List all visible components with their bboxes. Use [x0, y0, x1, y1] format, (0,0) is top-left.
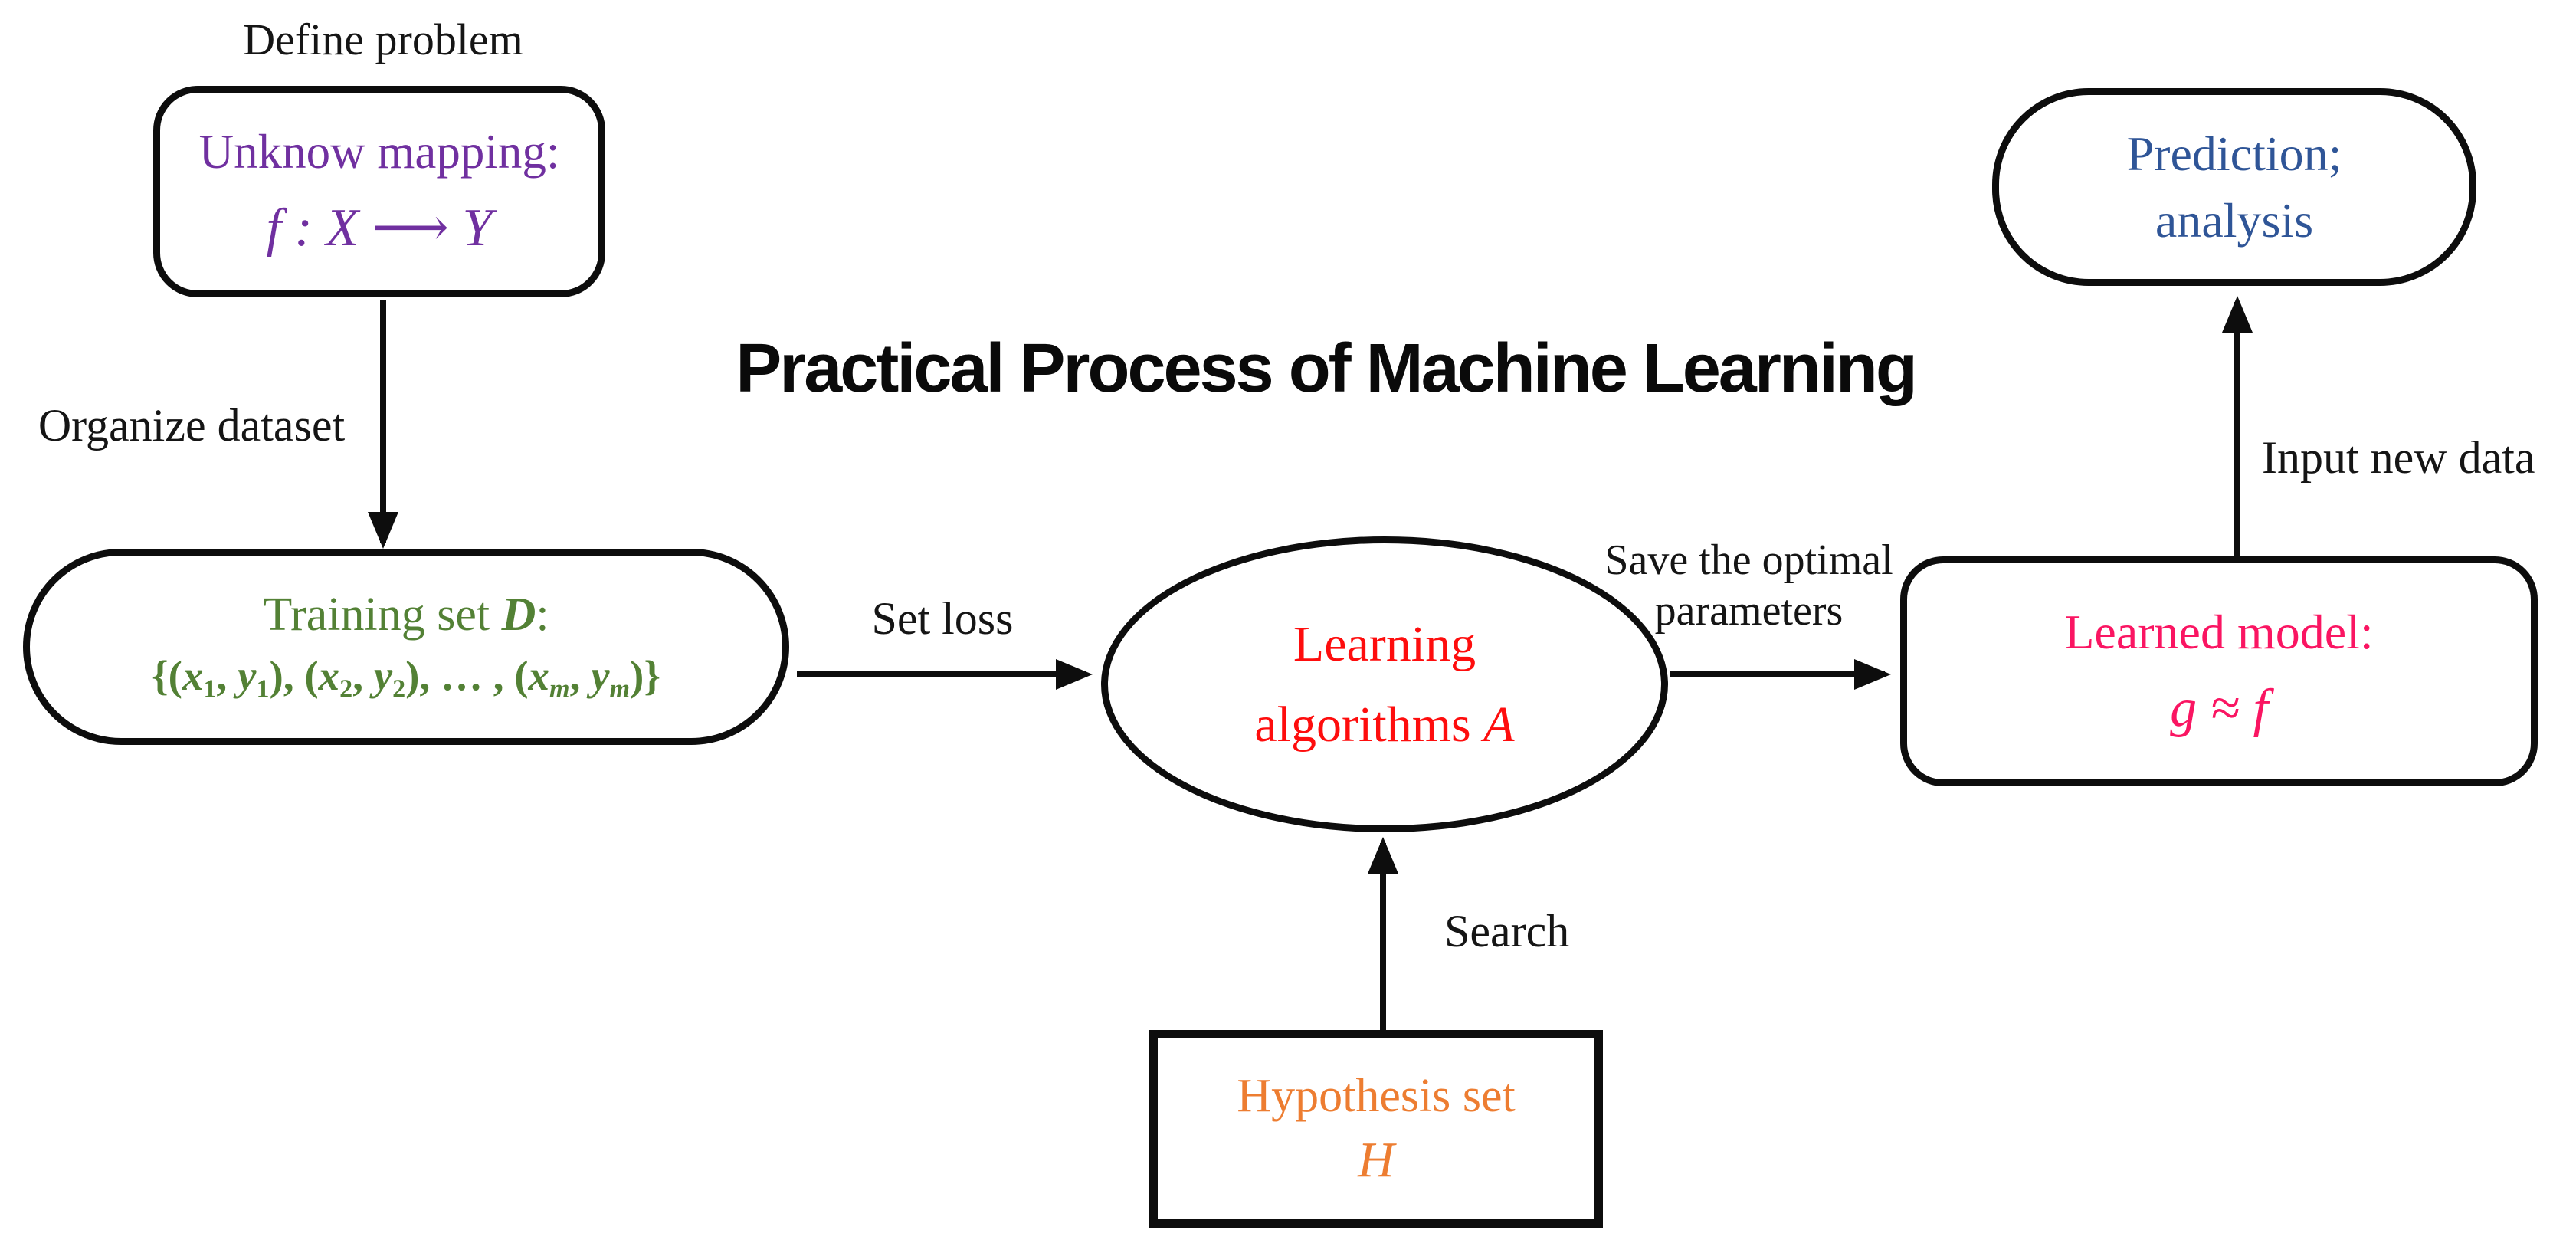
node-hypothesis-set: Hypothesis set H	[1149, 1030, 1603, 1228]
training-set-title: Training set D:	[263, 589, 549, 641]
prediction-line2: analysis	[2155, 193, 2314, 248]
search-label: Search	[1444, 906, 1570, 956]
node-prediction: Prediction; analysis	[1992, 88, 2476, 286]
set-loss-label: Set loss	[871, 593, 1014, 644]
node-learning-algorithms: Learning algorithms A	[1101, 536, 1668, 832]
input-new-data-label: Input new data	[2262, 432, 2535, 483]
define-problem-label: Define problem	[243, 15, 523, 64]
save-optimal-parameters-label: Save the optimal parameters	[1598, 535, 1900, 636]
node-training-set: Training set D: {(x1, y1), (x2, y2), … ,…	[23, 549, 789, 745]
training-set-formula: {(x1, y1), (x2, y2), … , (xm, ym)}	[151, 652, 660, 704]
learning-algorithms-line1: Learning	[1293, 615, 1476, 672]
node-unknown-mapping: Unknow mapping: f : X ⟶ Y	[153, 86, 605, 297]
prediction-line1: Prediction;	[2126, 126, 2342, 181]
unknown-mapping-formula: f : X ⟶ Y	[266, 198, 493, 258]
learning-algorithms-line2: algorithms A	[1254, 697, 1515, 753]
unknown-mapping-title: Unknow mapping:	[198, 125, 560, 179]
hypothesis-set-title: Hypothesis set	[1237, 1069, 1516, 1122]
node-learned-model: Learned model: g ≈ f	[1900, 556, 2538, 786]
diagram-title: Practical Process of Machine Learning	[736, 330, 1918, 407]
save-optimal-line2: parameters	[1654, 587, 1844, 635]
hypothesis-set-symbol: H	[1358, 1131, 1395, 1188]
learned-model-formula: g ≈ f	[2170, 678, 2268, 738]
learned-model-title: Learned model:	[2064, 604, 2374, 659]
organize-dataset-label: Organize dataset	[38, 400, 346, 451]
save-optimal-line1: Save the optimal	[1604, 536, 1893, 584]
